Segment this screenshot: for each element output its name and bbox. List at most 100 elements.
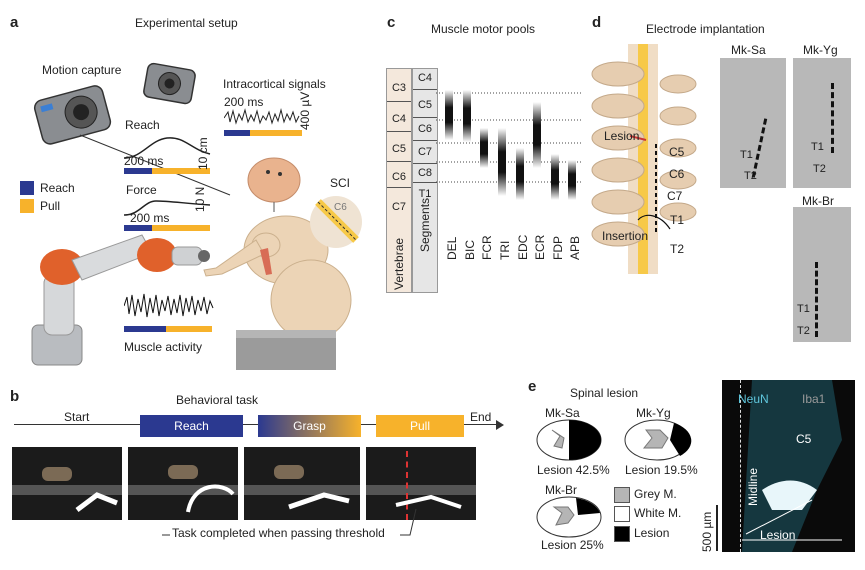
xray-mk-yg-t2: T2 [813,163,826,175]
motor-pool-bars [445,90,576,200]
stain-iba1-label: Iba1 [802,392,826,406]
intracortical-time-scale: 200 ms [224,95,264,109]
stain-neun-label: NeuN [738,392,769,406]
legend-reach-swatch [20,181,34,195]
xray-mk-yg-t1: T1 [811,141,824,153]
legend-grey-matter-swatch [614,487,630,503]
xray-mk-sa: T1 T2 [720,58,786,188]
legend-reach-label: Reach [40,181,75,195]
muscle-label-del: DEL [445,236,459,260]
histology-c5-label: C5 [796,432,812,446]
vertebra-c7: C7 [387,187,411,228]
xray-mk-br-title: Mk-Br [802,194,834,208]
panel-d-title: Electrode implantation [646,22,765,36]
lesion-mk-yg-cross-section [624,419,692,461]
motion-capture-cameras [33,62,231,196]
segment-c8: C8 [413,163,437,182]
segment-c4: C4 [417,72,433,84]
xray-mk-sa-t2: T2 [744,170,757,182]
vertebra-c3: C3 [391,82,407,94]
timeline-arrow [14,424,500,425]
intracortical-amp-scale: 400 µV [298,91,312,130]
xray-mk-yg: T1 T2 [793,58,851,188]
lesion-mk-sa-title: Mk-Sa [545,406,580,420]
reach-time-scale: 200 ms [124,154,164,168]
phase-reach: Reach [140,415,243,437]
reach-trace [123,137,211,174]
panel-c-letter: c [387,14,396,31]
pool-bic [463,90,471,142]
panel-d-letter: d [592,14,602,31]
task-photo-grasp [244,447,360,520]
panel-c-title: Muscle motor pools [431,22,536,36]
spine-level-c5: C5 [669,145,685,159]
vertebrae-column: C3 C4 C5 C6 C7 [386,68,412,293]
scale-bar-label: 500 µm [700,511,714,552]
pool-apb [568,160,576,200]
monkey-illustration [203,157,352,370]
task-photo-start [12,447,122,520]
legend-pull-swatch [20,199,34,213]
timeline-end: End [470,410,492,424]
pool-edc [516,148,524,200]
camera-icon [33,85,112,145]
legend-grey-matter-label: Grey M. [634,487,677,501]
spine-level-c6: C6 [669,167,685,181]
muscle-label-edc: EDC [516,234,530,260]
spine-illustration [591,44,697,274]
reach-trace-label: Reach [125,118,160,132]
lesion-mk-br-value: Lesion 25% [541,538,604,552]
sci-label: SCI [330,176,351,190]
muscle-label-fcr: FCR [480,235,494,260]
muscle-label-ecr: ECR [533,234,547,260]
panel-b-letter: b [10,388,20,405]
segment-c6: C6 [413,117,437,140]
sci-c6-label: C6 [334,202,347,213]
xray-mk-sa-t1: T1 [740,149,753,161]
panel-a-letter: a [10,14,19,31]
sci-spine-inset [310,196,362,248]
timeline-arrowhead [496,420,504,430]
spine-lesion-label: Lesion [604,129,640,143]
force-trace-label: Force [126,183,157,197]
task-photo-reach [128,447,238,520]
panel-b-title: Behavioral task [176,393,259,407]
legend-lesion-swatch [614,526,630,542]
panel-e-title: Spinal lesion [570,386,639,400]
xray-mk-sa-title: Mk-Sa [731,43,766,57]
lesion-mk-sa-value: Lesion 42.5% [537,463,610,477]
threshold-note: Task completed when passing threshold [172,526,385,540]
intracortical-label: Intracortical signals [223,77,326,91]
legend-white-matter-label: White M. [634,506,682,520]
phase-grasp: Grasp [258,415,361,437]
xray-mk-br-t1: T1 [797,303,810,315]
lesion-mk-sa-cross-section [536,419,602,461]
spine-level-t2: T2 [670,242,685,256]
muscle-label-fdp: FDP [551,236,565,260]
task-photo-pull [366,447,476,520]
camera-icon [143,62,196,105]
robot-arm [31,234,210,366]
segment-t1: T1 [413,182,437,205]
force-trace [123,200,211,231]
segments-column: C4 C5 C6 C7 C8 T1 [412,68,438,293]
phase-pull: Pull [376,415,464,437]
lesion-mk-yg-title: Mk-Yg [636,406,671,420]
scale-bar [716,505,718,551]
histology-image: NeuN Iba1 C5 Midline Lesion [722,380,855,552]
vertebra-c4: C4 [387,101,411,142]
threshold-pointer [162,508,417,536]
panel-a-title: Experimental setup [135,16,238,30]
muscle-label-tri: TRI [498,240,512,260]
legend-pull-label: Pull [40,199,61,213]
panel-e-letter: e [528,378,537,395]
histology-midline-label: Midline [746,467,760,506]
pool-fdp [551,154,559,200]
segment-c5: C5 [413,89,437,120]
spine-level-c7: C7 [667,189,683,203]
xray-mk-br-t2: T2 [797,325,810,337]
histology-lesion-label: Lesion [760,528,796,542]
pool-ecr [533,102,541,168]
muscle-label-apb: APB [568,235,582,260]
legend-white-matter-swatch [614,506,630,522]
